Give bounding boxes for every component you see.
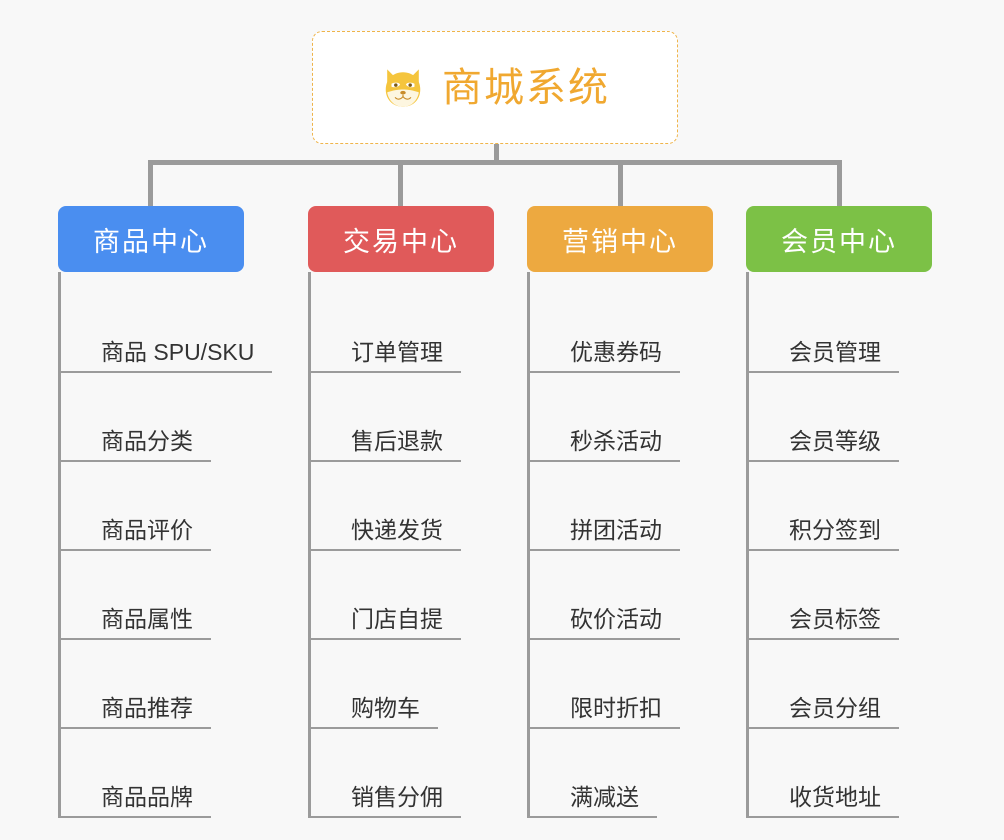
leaf-item[interactable]: 商品属性 <box>61 551 278 640</box>
leaf-item[interactable]: 商品分类 <box>61 373 278 462</box>
branch-items-4: 会员管理 会员等级 积分签到 会员标签 会员分组 收货地址 <box>746 272 966 818</box>
leaf-item[interactable]: 会员分组 <box>749 640 966 729</box>
branch-column-3: 营销中心 优惠券码 秒杀活动 拼团活动 砍价活动 限时折扣 满减送 <box>527 206 747 818</box>
leaf-item[interactable]: 秒杀活动 <box>530 373 747 462</box>
connector-drop-3 <box>618 160 623 207</box>
leaf-label: 商品评价 <box>61 517 211 551</box>
leaf-label: 购物车 <box>311 695 438 729</box>
branch-column-4: 会员中心 会员管理 会员等级 积分签到 会员标签 会员分组 收货地址 <box>746 206 966 818</box>
connector-horizontal-bus <box>148 160 842 165</box>
connector-drop-4 <box>837 160 842 207</box>
branch-column-1: 商品中心 商品 SPU/SKU 商品分类 商品评价 商品属性 商品推荐 商品品牌 <box>58 206 278 818</box>
leaf-item[interactable]: 商品评价 <box>61 462 278 551</box>
leaf-label: 商品分类 <box>61 428 211 462</box>
root-node-mall-system[interactable]: 商城系统 <box>312 31 678 144</box>
leaf-label: 秒杀活动 <box>530 428 680 462</box>
leaf-item[interactable]: 会员标签 <box>749 551 966 640</box>
connector-drop-2 <box>398 160 403 207</box>
branch-header-4[interactable]: 会员中心 <box>746 206 932 272</box>
leaf-label: 会员标签 <box>749 606 899 640</box>
leaf-item[interactable]: 积分签到 <box>749 462 966 551</box>
leaf-item[interactable]: 优惠券码 <box>530 284 747 373</box>
leaf-item[interactable]: 会员管理 <box>749 284 966 373</box>
leaf-label: 会员分组 <box>749 695 899 729</box>
branch-items-2: 订单管理 售后退款 快递发货 门店自提 购物车 销售分佣 <box>308 272 528 818</box>
leaf-label: 限时折扣 <box>530 695 680 729</box>
branch-header-2[interactable]: 交易中心 <box>308 206 494 272</box>
leaf-item[interactable]: 售后退款 <box>311 373 528 462</box>
leaf-item[interactable]: 购物车 <box>311 640 528 729</box>
branch-items-1: 商品 SPU/SKU 商品分类 商品评价 商品属性 商品推荐 商品品牌 <box>58 272 278 818</box>
leaf-item[interactable]: 商品品牌 <box>61 729 278 818</box>
leaf-label: 订单管理 <box>311 339 461 373</box>
leaf-item[interactable]: 限时折扣 <box>530 640 747 729</box>
leaf-label: 售后退款 <box>311 428 461 462</box>
leaf-item[interactable]: 满减送 <box>530 729 747 818</box>
leaf-label: 满减送 <box>530 784 657 818</box>
leaf-item[interactable]: 订单管理 <box>311 284 528 373</box>
leaf-label: 门店自提 <box>311 606 461 640</box>
leaf-item[interactable]: 商品 SPU/SKU <box>61 284 278 373</box>
leaf-item[interactable]: 门店自提 <box>311 551 528 640</box>
leaf-label: 拼团活动 <box>530 517 680 551</box>
leaf-label: 商品推荐 <box>61 695 211 729</box>
root-node-title: 商城系统 <box>442 65 610 110</box>
branch-items-3: 优惠券码 秒杀活动 拼团活动 砍价活动 限时折扣 满减送 <box>527 272 747 818</box>
leaf-label: 积分签到 <box>749 517 899 551</box>
leaf-label: 销售分佣 <box>311 784 461 818</box>
leaf-label: 商品属性 <box>61 606 211 640</box>
leaf-item[interactable]: 销售分佣 <box>311 729 528 818</box>
branch-header-3[interactable]: 营销中心 <box>527 206 713 272</box>
leaf-item[interactable]: 快递发货 <box>311 462 528 551</box>
leaf-label: 商品 SPU/SKU <box>61 339 273 373</box>
leaf-label: 商品品牌 <box>61 784 211 818</box>
leaf-item[interactable]: 商品推荐 <box>61 640 278 729</box>
leaf-label: 会员等级 <box>749 428 899 462</box>
leaf-item[interactable]: 会员等级 <box>749 373 966 462</box>
connector-root-stem <box>494 144 499 164</box>
leaf-item[interactable]: 收货地址 <box>749 729 966 818</box>
leaf-item[interactable]: 砍价活动 <box>530 551 747 640</box>
leaf-label: 收货地址 <box>749 784 899 818</box>
connector-drop-1 <box>148 160 153 207</box>
leaf-item[interactable]: 拼团活动 <box>530 462 747 551</box>
leaf-label: 快递发货 <box>311 517 461 551</box>
branch-header-1[interactable]: 商品中心 <box>58 206 244 272</box>
branch-column-2: 交易中心 订单管理 售后退款 快递发货 门店自提 购物车 销售分佣 <box>308 206 528 818</box>
leaf-label: 砍价活动 <box>530 606 680 640</box>
shiba-dog-face-icon <box>385 68 421 107</box>
leaf-label: 优惠券码 <box>530 339 680 373</box>
leaf-label: 会员管理 <box>749 339 899 373</box>
